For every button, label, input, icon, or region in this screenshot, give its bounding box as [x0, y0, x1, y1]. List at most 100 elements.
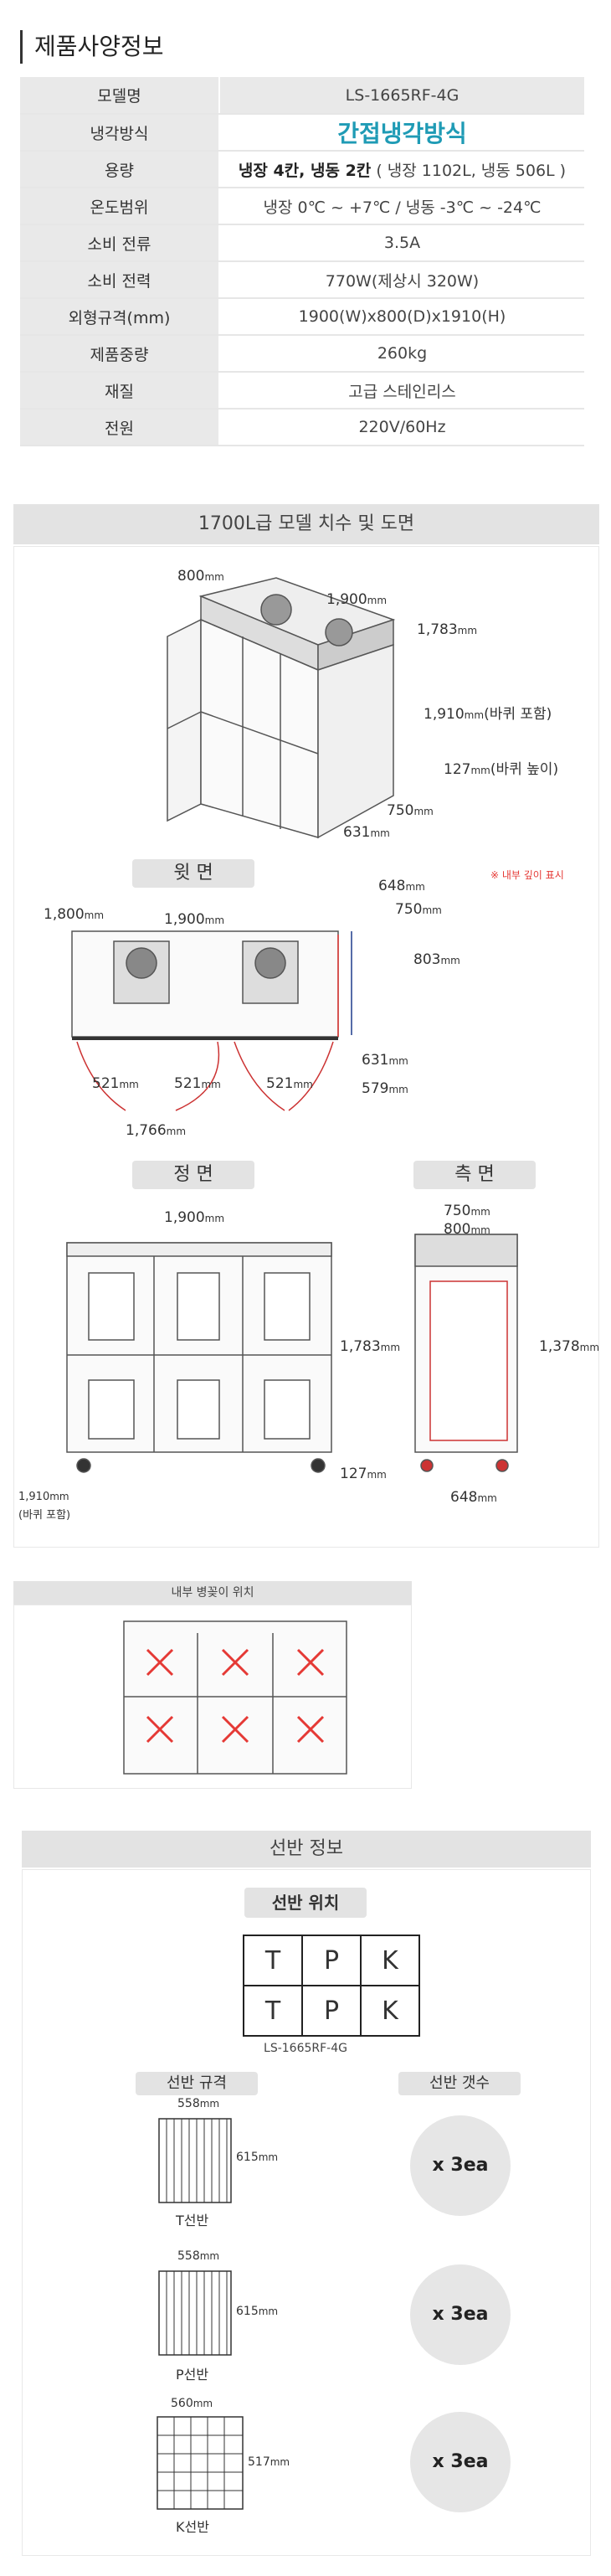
page-title: 제품사양정보 [20, 30, 164, 64]
dim-unit: mm [413, 806, 434, 817]
dim-value: 521 [92, 1075, 120, 1092]
dim-unit: mm [457, 625, 478, 636]
shelf-name: P선반 [176, 2367, 209, 2383]
grid-cell: T [243, 1985, 303, 2037]
dim-label: 521mm [174, 1075, 221, 1092]
grid-cell: P [301, 1985, 362, 2037]
dim-label: 631mm [343, 824, 390, 841]
dim-unit: mm [470, 765, 490, 776]
dim-unit: mm [49, 1491, 69, 1502]
dim-unit: mm [477, 1492, 497, 1504]
dim-unit: mm [199, 2250, 220, 2262]
dim-label: 558mm [177, 2249, 219, 2263]
dim-label: 1,910mm(바퀴 포함) [424, 702, 552, 723]
dim-value: 1,378 [539, 1338, 580, 1355]
dim-unit: mm [119, 1079, 139, 1090]
dim-value: 648 [450, 1489, 478, 1506]
dim-value: 1,900 [326, 591, 367, 608]
dim-value: 615 [236, 2151, 259, 2164]
spec-value: 770W(제상시 320W) [219, 261, 584, 299]
dim-value: 803 [413, 951, 441, 968]
dim-label: 648mm [450, 1489, 497, 1506]
dim-note: (바퀴 높이) [490, 761, 559, 778]
spec-value: 고급 스테인리스 [219, 372, 584, 410]
shelf-count: x 3ea [410, 2264, 511, 2365]
spec-key: 소비 전류 [20, 224, 220, 262]
grid-cell: K [360, 1935, 420, 1986]
grid-cell: K [360, 1985, 420, 2037]
spec-value: 냉장 0℃ ~ +7℃ / 냉동 -3℃ ~ -24℃ [219, 188, 584, 225]
shelf-position-label: 선반 위치 [244, 1888, 367, 1918]
dim-value: 1,910 [424, 706, 465, 723]
shelf-position-grid: T P K T P K [243, 1935, 420, 2037]
dim-value: 521 [266, 1075, 294, 1092]
dim-unit: mm [199, 2098, 220, 2110]
dim-value: 631 [343, 824, 371, 841]
dim-label: 1,900mm [164, 911, 224, 928]
dim-unit: mm [405, 881, 425, 893]
dim-value: 631 [362, 1052, 389, 1069]
dim-value: 1,900 [164, 911, 205, 928]
dim-value: 127 [444, 761, 471, 778]
spec-value: LS-1665RF-4G [219, 77, 584, 115]
dimensions-section-title: 1700L급 모델 치수 및 도면 [13, 504, 599, 544]
dim-note: (바퀴 포함) [484, 706, 552, 723]
spec-value: 1900(W)x800(D)x1910(H) [219, 298, 584, 336]
dim-value: 1,766 [126, 1122, 167, 1139]
spec-key: 외형규격(mm) [20, 298, 220, 336]
iso-drawing [167, 577, 396, 839]
shelf-count-label: 선반 갯수 [398, 2072, 521, 2095]
dim-unit: mm [470, 1224, 490, 1236]
dim-label: 1,378mm [539, 1338, 599, 1355]
dim-value: 560 [171, 2397, 193, 2410]
grid-cell: P [301, 1935, 362, 1986]
dim-unit: mm [258, 2151, 279, 2163]
spec-value: 냉장 4칸, 냉동 2칸 ( 냉장 1102L, 냉동 506L ) [219, 151, 584, 188]
dim-label: 521mm [266, 1075, 313, 1092]
shelf-name: T선반 [176, 2213, 209, 2228]
dim-unit: mm [84, 909, 105, 921]
spec-key: 재질 [20, 372, 220, 410]
spec-key: 모델명 [20, 77, 220, 115]
dim-value: 1,910 [18, 1491, 50, 1503]
dim-label: 521mm [92, 1075, 139, 1092]
side-view-label: 측 면 [413, 1161, 536, 1189]
dim-label: 750mm [395, 901, 442, 918]
dim-note: (바퀴 포함) [18, 1509, 71, 1522]
dim-value: 750 [387, 802, 414, 819]
dim-label: 1,910mm [18, 1491, 69, 1503]
drain-drawing [123, 1620, 347, 1775]
dim-label: 615mm [236, 2305, 278, 2318]
table-row: T P K [243, 1935, 420, 1986]
top-view-drawing [71, 930, 352, 1111]
table-row: 외형규격(mm)1900(W)x800(D)x1910(H) [20, 298, 584, 336]
dim-value: 558 [177, 2097, 200, 2110]
spec-key: 소비 전력 [20, 261, 220, 299]
spec-value-rest: ( 냉장 1102L, 냉동 506L ) [371, 161, 567, 180]
spec-key: 전원 [20, 409, 220, 446]
side-view-drawing [414, 1234, 518, 1472]
dim-label: 1,766mm [126, 1122, 186, 1139]
dim-label: 800mm [444, 1221, 490, 1238]
spec-value: 260kg [219, 335, 584, 373]
shelf-model-label: LS-1665RF-4G [264, 2042, 347, 2055]
spec-key: 온도범위 [20, 188, 220, 225]
dim-value: 579 [362, 1080, 389, 1097]
dim-label: 1,900mm [326, 591, 387, 608]
spec-key: 제품중량 [20, 335, 220, 373]
dim-unit: mm [201, 1079, 221, 1090]
dim-label: 800mm [177, 568, 224, 585]
dim-value: 127 [340, 1466, 367, 1482]
dim-unit: mm [388, 1084, 408, 1095]
dim-unit: mm [388, 1055, 408, 1067]
dim-unit: mm [367, 595, 388, 606]
